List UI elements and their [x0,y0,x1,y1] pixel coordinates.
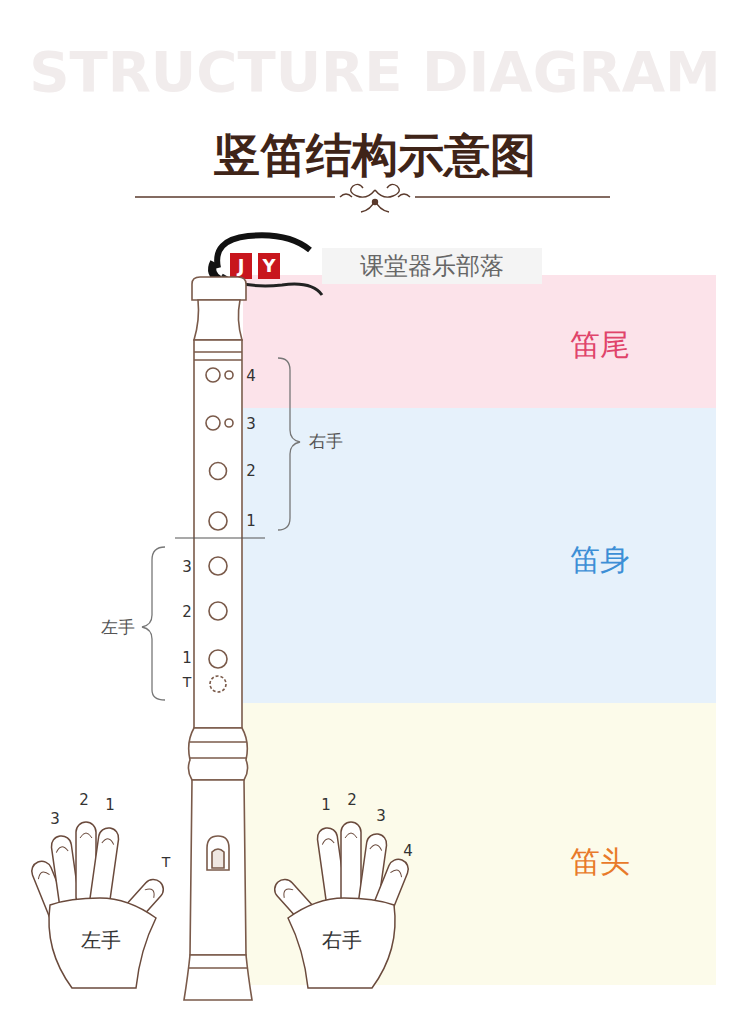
logo-letter: J [238,257,245,275]
finger [361,856,411,942]
hand-outline [29,822,168,988]
finger-number: 3 [50,812,60,827]
part-name: 笛头 [570,842,630,883]
logo [212,235,542,295]
finger [29,858,79,944]
region-band: 笛头 [243,703,716,985]
hand-divider [175,537,265,538]
callout-number: 4 [246,369,256,384]
finger [76,822,96,907]
callout-number: 3 [182,560,192,575]
callout-number: 3 [246,417,256,432]
callout-number: 1 [246,514,256,529]
watermark: STRUCTURE DIAGRAM [29,44,721,100]
finger [356,833,388,920]
finger-number: 3 [376,809,386,824]
finger-number: 2 [347,793,357,808]
callout-number: T [183,675,192,689]
bracket [142,358,300,700]
finger-number: 1 [321,798,331,813]
hand-label: 左手 [81,930,121,950]
finger [50,835,82,922]
finger-number: 4 [403,844,413,859]
finger [88,827,120,914]
callout-number: 1 [182,651,192,666]
finger [341,822,361,907]
part-name: 笛尾 [570,325,630,366]
group-label: 左手 [101,619,135,636]
finger-number: 2 [79,793,89,808]
hand-label: 右手 [322,930,362,950]
callout-number: 2 [182,605,192,620]
finger-number: T [162,855,171,869]
region-band: 笛身 [243,408,716,703]
group-label: 右手 [309,433,343,450]
hands [29,822,412,988]
watermark: 课堂器乐部落 [360,254,504,278]
hand-outline [271,822,412,988]
title-divider [135,184,610,212]
callout-number: 2 [246,464,256,479]
finger [316,827,348,914]
part-name: 笛身 [570,540,630,581]
diagram-title: 竖笛结构示意图 [214,125,536,187]
region-band: 笛尾 [243,275,716,408]
recorder [184,277,252,1000]
logo-letter: Y [262,257,275,275]
finger-number: 1 [105,798,115,813]
